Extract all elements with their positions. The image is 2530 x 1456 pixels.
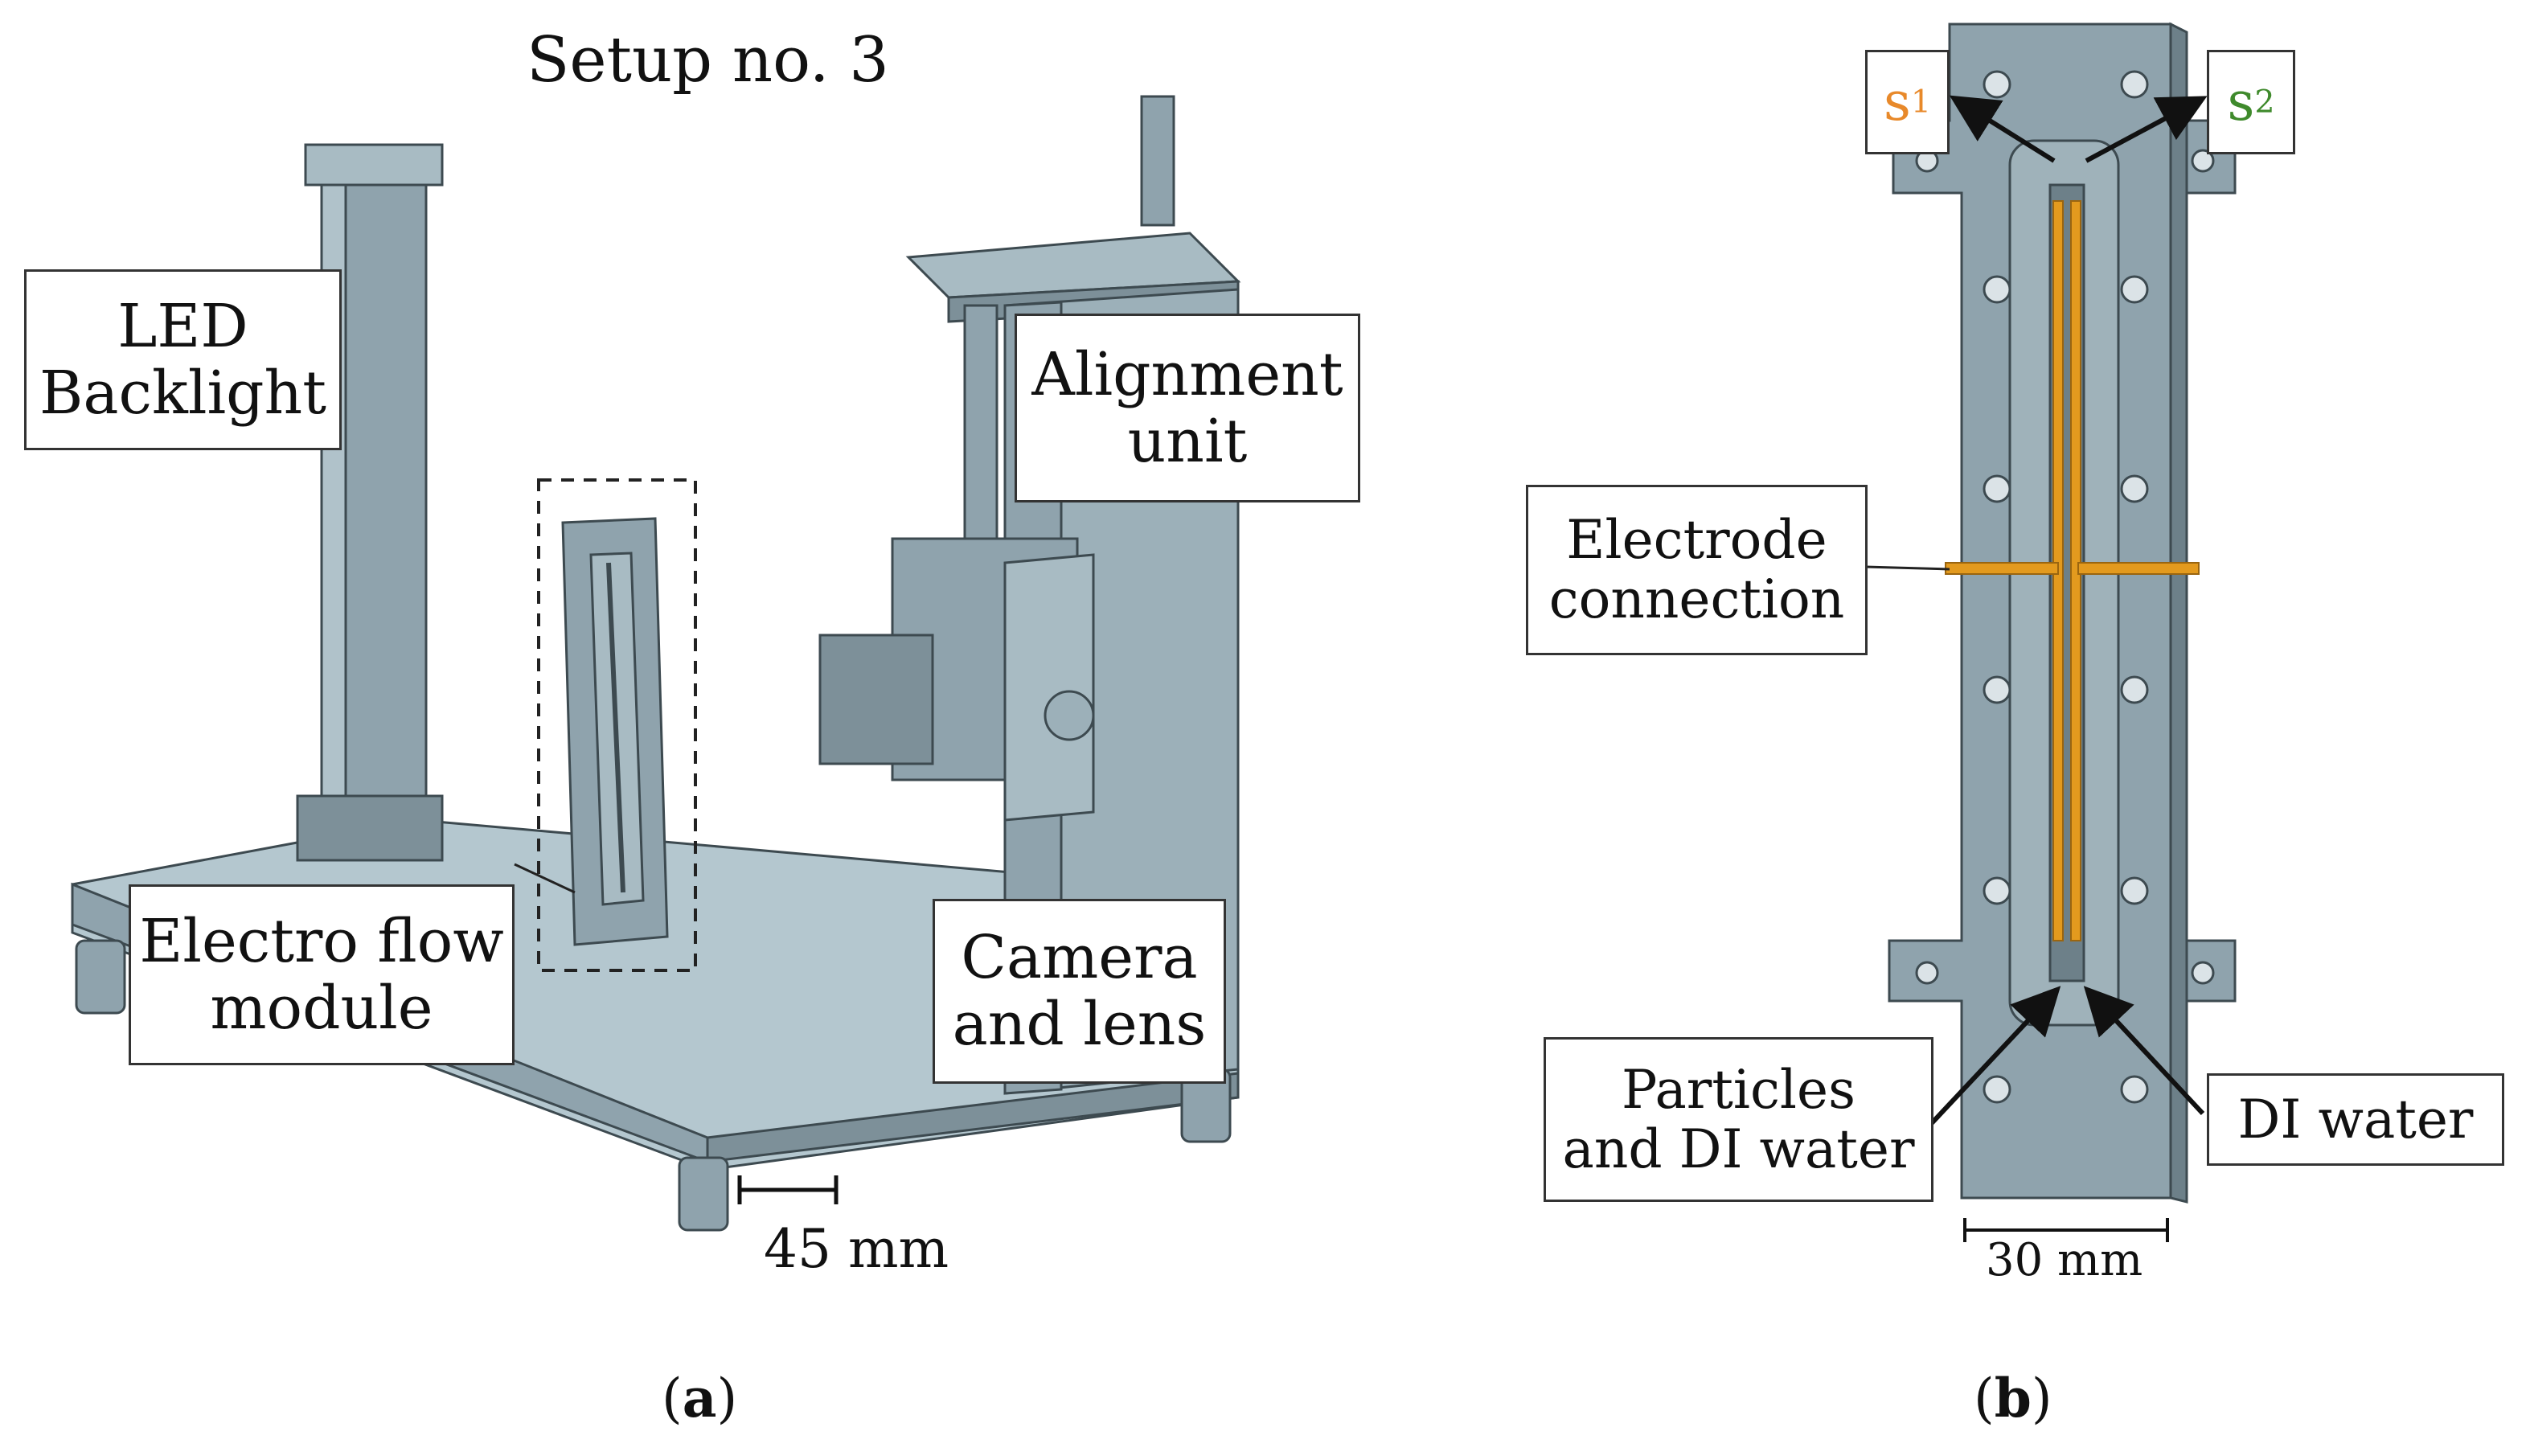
flow-module-drawing (561, 517, 669, 946)
scale-label-a: 45 mm (764, 1218, 949, 1280)
module-plan-drawing (1888, 22, 2237, 1204)
setup-title: Setup no. 3 (527, 24, 889, 96)
mounting-holes (1915, 70, 2215, 1104)
caption-b-letter: b (1994, 1367, 2032, 1429)
scale-bar-a (737, 1175, 839, 1204)
s2-base: s (2227, 71, 2255, 133)
led-column (296, 143, 444, 862)
particles-line2: and DI water (1562, 1118, 1915, 1180)
electrode-left (1945, 562, 2059, 575)
scale-bar-b (1963, 1218, 2169, 1242)
feet (75, 939, 1232, 1232)
led-line1: LED (117, 291, 248, 361)
label-electro-flow-module: Electro flow module (129, 884, 515, 1065)
s1-base: s (1883, 71, 1911, 133)
arrow-di-water (2083, 986, 2205, 1116)
electrode-right (2077, 562, 2200, 575)
caption-a: (a) (662, 1367, 738, 1429)
di-water-text: DI water (2237, 1088, 2474, 1150)
s1-sub: 1 (1910, 83, 1932, 121)
label-di-water: DI water (2207, 1073, 2504, 1166)
electrode-line2: connection (1548, 568, 1845, 630)
label-particles-di-water: Particles and DI water (1544, 1037, 1933, 1202)
camera-line1: Camera (961, 923, 1198, 993)
scale-label-b: 30 mm (1986, 1234, 2143, 1286)
arrow-particles (1927, 986, 2061, 1128)
label-electrode-connection: Electrode connection (1526, 485, 1868, 655)
electrode-line1: Electrode (1566, 509, 1827, 572)
arrow-s2 (2085, 96, 2208, 163)
flow-line1: Electro flow (139, 906, 504, 976)
particles-line1: Particles (1622, 1058, 1855, 1121)
align-line1: Alignment (1031, 339, 1343, 409)
label-alignment-unit: Alignment unit (1015, 314, 1360, 502)
align-line2: unit (1127, 406, 1248, 476)
led-line2: Backlight (39, 358, 326, 428)
s2-sub: 2 (2254, 83, 2275, 121)
flow-line2: module (210, 973, 433, 1043)
arrow-s1 (1949, 95, 2056, 163)
caption-a-letter: a (682, 1367, 717, 1429)
label-camera-lens: Camera and lens (933, 899, 1226, 1084)
label-led-backlight: LED Backlight (24, 269, 342, 450)
arrows-b (1927, 95, 2208, 1128)
camera-line2: and lens (952, 990, 1207, 1059)
flow-module-highlight (537, 478, 697, 972)
caption-b: (b) (1974, 1367, 2052, 1429)
